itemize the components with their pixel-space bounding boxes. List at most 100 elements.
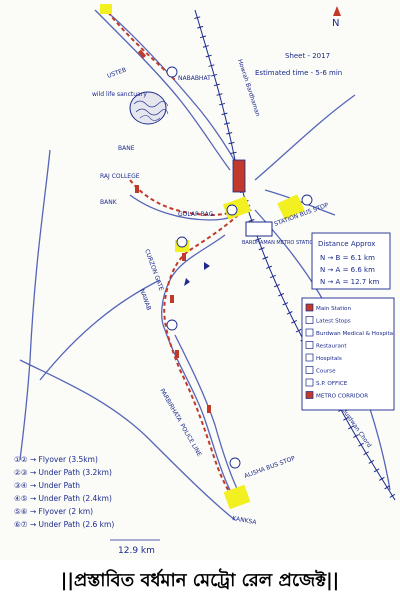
distance-row: N → B = 6.1 km	[320, 254, 375, 262]
rail-tick	[213, 83, 220, 87]
main-station-icon	[232, 159, 246, 193]
rail-tick	[373, 468, 380, 473]
rail-tick	[295, 328, 302, 333]
stop-icon	[305, 316, 314, 324]
legend-item: Course	[305, 366, 336, 375]
north-label: N	[332, 18, 339, 29]
label-kanksa: KANKSA	[232, 515, 258, 526]
distance-box: Distance Approx N → B = 6.1 km N → A = 6.…	[311, 232, 391, 290]
rail-tick	[286, 311, 293, 315]
rail-tick	[200, 35, 207, 39]
sp-office-icon	[204, 262, 210, 270]
metro-station-box	[245, 221, 273, 237]
rail-tick	[226, 132, 233, 135]
rail-tick	[343, 416, 349, 421]
rail-tick	[208, 64, 215, 67]
direction-arrow-icon	[184, 278, 190, 286]
road-north-a	[94, 9, 231, 171]
road-east	[254, 94, 356, 181]
railway-line	[194, 9, 396, 501]
rail-tick	[216, 93, 223, 96]
segment-row: ⑤⑥ → Flyover (2 km)	[14, 507, 93, 516]
stop-markers	[135, 49, 211, 413]
segment-row: ①② → Flyover (3.5km)	[14, 455, 98, 464]
metro-corridor-line	[107, 11, 249, 506]
label-nawabhat: NAWAB	[138, 288, 152, 311]
legend-item: Hospitals	[305, 353, 342, 362]
label-alisha: ALISHA BUS STOP	[243, 455, 296, 480]
label-metro-station: BARDHAMAN METRO STATION	[242, 240, 317, 246]
distance-title: Distance Approx	[318, 240, 375, 248]
stop-icon	[207, 405, 211, 413]
rail-tick	[205, 54, 212, 58]
rail-tick	[389, 493, 396, 498]
legend-item: S.P. OFFICE	[305, 378, 348, 387]
metro-corridor-icon	[305, 391, 314, 399]
stop-icon	[170, 295, 174, 303]
segment-row: ④⑤ → Under Path (2.4km)	[14, 494, 112, 503]
label-usteb: USTEB	[106, 67, 127, 80]
rail-tick	[262, 256, 269, 260]
rail-tick	[248, 219, 255, 222]
distance-row: N → A = 6.6 km	[320, 266, 375, 274]
map-sheet: N Sheet - 2017 Estimated time - 5-6 min …	[14, 4, 396, 556]
rail-tick	[223, 122, 230, 125]
road-north-b	[104, 9, 246, 181]
rail-tick	[218, 102, 226, 106]
station-circle-2	[166, 66, 178, 78]
rail-tick	[384, 485, 390, 490]
rail-tick	[278, 293, 285, 297]
station-circle-6	[166, 319, 178, 331]
course-icon	[305, 366, 314, 374]
distance-rows: N → B = 6.1 kmN → A = 6.6 kmN → A = 12.7…	[320, 254, 380, 286]
legend-label: Course	[316, 369, 336, 375]
north-arrow-icon	[333, 6, 341, 16]
header-note-line2: Estimated time - 5-6 min	[255, 69, 342, 77]
legend-item: Main Station	[305, 303, 351, 312]
segment-rows: ①② → Flyover (3.5km) ②③ → Under Path (3.2…	[14, 455, 114, 529]
label-curzon-gate: CURZON GATE	[143, 248, 165, 292]
legend-label: METRO CORRIDOR	[316, 394, 368, 400]
station-circle-3	[226, 204, 238, 216]
label-rail-1: Howrah Bardhaman	[236, 58, 261, 117]
rail-tick	[202, 45, 209, 48]
rail-tick	[358, 442, 364, 447]
legend-label: Burdwan Medical & Hospital	[316, 331, 395, 337]
legend-item: Latest Stops	[305, 316, 351, 325]
label-police-line: POLICE LINE	[178, 423, 203, 458]
rail-tick	[221, 112, 228, 116]
legend-item: Restaurant	[305, 341, 347, 350]
legend-frame	[301, 297, 395, 411]
segment-row: ②③ → Under Path (3.2km)	[14, 468, 112, 477]
legend-item: Burdwan Medical & Hospital	[305, 328, 395, 337]
station-1-highlight	[100, 4, 112, 14]
label-nababhat: NABABHAT	[178, 75, 211, 82]
segment-row: ③④ → Under Path	[14, 481, 80, 490]
label-parbirhata: PARBIRHATA	[158, 388, 183, 424]
station-alisha-highlight	[223, 484, 251, 510]
rail-tick	[255, 237, 262, 241]
road-curzon	[161, 234, 226, 331]
rail-tick	[274, 283, 280, 288]
station-circle-4	[301, 194, 313, 206]
station-highlights	[100, 4, 305, 510]
rail-tick	[269, 274, 276, 279]
stop-icon	[175, 350, 179, 358]
rail-tick	[211, 73, 218, 77]
main-station-icon	[305, 303, 314, 312]
label-bank: BANK	[100, 199, 118, 206]
rail-tick	[282, 302, 289, 306]
road-gt-parallel	[174, 334, 241, 496]
rail-tick	[368, 459, 375, 464]
legend-label: S.P. OFFICE	[316, 381, 348, 387]
rail-tick	[197, 25, 204, 29]
hospital-icon	[305, 353, 314, 362]
road-sw-connector	[39, 279, 161, 381]
header-note-line1: Sheet - 2017	[285, 52, 330, 60]
metro-route-map: N Sheet - 2017 Estimated time - 5-6 min …	[14, 4, 396, 556]
legend-label: Main Station	[316, 306, 351, 312]
segment-notes: ①② → Flyover (3.5km) ②③ → Under Path (3.2…	[14, 455, 160, 556]
